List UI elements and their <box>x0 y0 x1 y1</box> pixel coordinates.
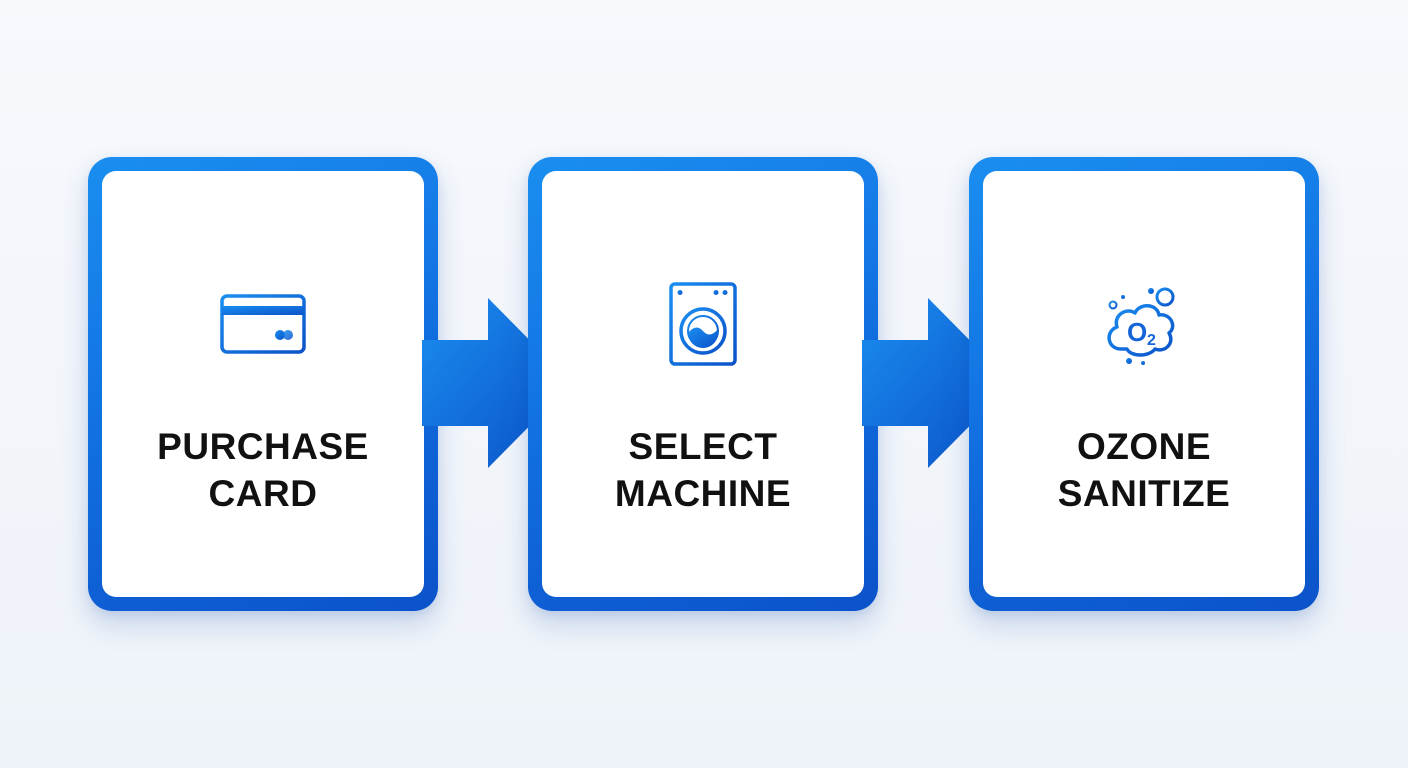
arrow-right-icon <box>422 298 572 468</box>
step-title: OZONE SANITIZE <box>983 423 1305 517</box>
ozone-bubble-icon: O 2 <box>1096 276 1192 372</box>
step-title-line-1: SELECT <box>628 426 778 467</box>
step-card-body: PURCHASE CARD <box>102 171 424 597</box>
washing-machine-icon <box>655 276 751 372</box>
step-title: SELECT MACHINE <box>542 423 864 517</box>
step-title-line-2: MACHINE <box>614 473 792 514</box>
step-title-line-2: SANITIZE <box>1057 473 1231 514</box>
step-title-line-1: PURCHASE <box>157 426 369 467</box>
step-card-ozone-sanitize: O 2 OZONE SANITIZE <box>969 157 1319 611</box>
step-card-body: SELECT MACHINE <box>542 171 864 597</box>
step-card-select-machine: SELECT MACHINE <box>528 157 878 611</box>
ozone-symbol: O <box>1127 317 1147 347</box>
step-card-purchase-card: PURCHASE CARD <box>88 157 438 611</box>
step-title-line-1: OZONE <box>1076 426 1212 467</box>
step-card-body: O 2 OZONE SANITIZE <box>983 171 1305 597</box>
ozone-subscript: 2 <box>1147 332 1156 349</box>
step-title-line-2: CARD <box>208 473 318 514</box>
step-title: PURCHASE CARD <box>102 423 424 517</box>
credit-card-icon <box>215 276 311 372</box>
arrow-right-icon <box>862 298 1012 468</box>
